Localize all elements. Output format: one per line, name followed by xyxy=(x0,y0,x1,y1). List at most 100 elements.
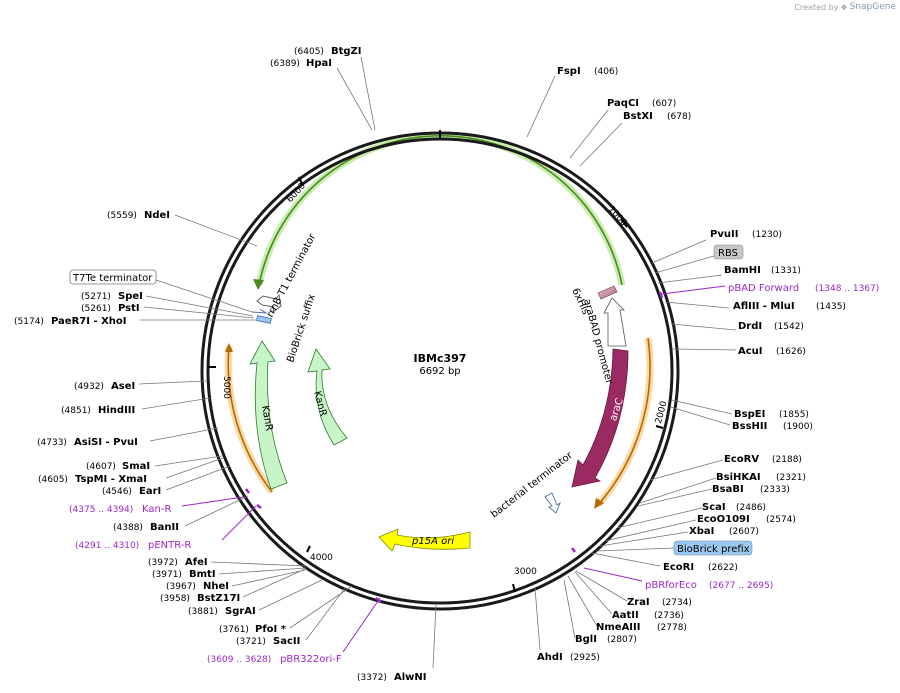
orf-arc-top-line xyxy=(258,135,623,286)
leader-bstz17i xyxy=(242,568,306,598)
site-pos-bstz17i: (3958) xyxy=(160,594,190,604)
bacterial-terminator-arrow xyxy=(544,492,561,514)
site-pos-afei: (3972) xyxy=(148,558,178,568)
site-pos-fspi: (406) xyxy=(594,67,618,77)
leader-sgrai xyxy=(258,579,323,611)
leader-asei xyxy=(138,380,207,385)
primer-name-kan-r: Kan-R xyxy=(142,504,171,515)
biobrick-prefix-label: BioBrick prefix xyxy=(677,544,750,555)
leader-ecorv xyxy=(649,459,724,481)
site-pos-btgzi: (6405) xyxy=(294,47,324,57)
leader-alwni xyxy=(432,604,437,669)
leader-rbs xyxy=(654,255,715,274)
arac-arrow xyxy=(571,348,629,488)
site-name-ecori: EcoRI xyxy=(663,562,694,573)
site-name-bsabi: BsaBI xyxy=(712,484,744,495)
leader-pbr322ori-f xyxy=(342,597,381,653)
plasmid-name: IBMc397 xyxy=(414,352,467,365)
tick-label-3000: 3000 xyxy=(514,567,537,577)
site-pos-aatii: (2736) xyxy=(654,611,684,621)
primer-name-pbrforeco: pBRforEco xyxy=(645,580,697,591)
site-pos-scai: (2486) xyxy=(736,503,766,513)
site-pos-asisi: (4733) xyxy=(37,438,67,448)
primer-mark-kan-r xyxy=(245,488,250,494)
tick-1000 xyxy=(620,218,628,228)
site-name-spei: SpeI xyxy=(118,291,143,302)
leader-eari xyxy=(165,465,231,491)
rbs-label: RBS xyxy=(718,248,738,259)
primer-name-pentr-r: pENTR-R xyxy=(148,540,191,551)
site-name-fspi: FspI xyxy=(557,66,581,77)
site-name-bstxi: BstXI xyxy=(623,111,653,122)
inner-features: araC araBAD promoter 6xHis bacterial ter… xyxy=(249,231,629,552)
site-pos-ecorv: (2188) xyxy=(772,455,802,465)
site-pos-alwni: (3372) xyxy=(357,673,387,683)
rrnb-terminator-arrow xyxy=(256,293,282,314)
primer-mark-pbad xyxy=(658,291,664,299)
leader-pbrforeco xyxy=(583,567,643,582)
site-name-afei: AfeI xyxy=(185,557,208,568)
orf-arc-left-arrow xyxy=(225,343,233,352)
credit-prefix: Created by xyxy=(794,2,839,12)
site-pos-banii: (4388) xyxy=(113,523,143,533)
site-pos-ahdi: (2925) xyxy=(570,653,600,663)
site-pos-paer7i: (5174) xyxy=(14,317,44,327)
site-pos-pfoi: (3761) xyxy=(219,625,249,635)
scale-ticks xyxy=(208,130,664,593)
leader-smai xyxy=(154,455,223,467)
orf-arc-top-arrow xyxy=(253,279,264,290)
kanr-inner-arrow xyxy=(307,348,348,446)
site-name-xbai: XbaI xyxy=(689,526,714,537)
site-pos-pvuii: (1230) xyxy=(752,230,782,240)
t7te-terminator-box xyxy=(69,269,157,285)
primer-range-pentr-r: (4291 .. 4310) xyxy=(75,541,139,551)
leader-drdi xyxy=(670,323,737,331)
leader-t7te xyxy=(155,279,253,313)
site-pos-eari: (4546) xyxy=(102,487,132,497)
site-name-psti: PstI xyxy=(118,303,140,314)
leader-biobrick-prefix xyxy=(596,547,675,552)
orf-arc-top xyxy=(255,132,626,286)
site-pos-hpai: (6389) xyxy=(270,59,300,69)
site-name-bstz17i: BstZ17I xyxy=(197,593,240,604)
leader-pvuii xyxy=(651,239,707,264)
site-name-pfoi: PfoI * xyxy=(255,624,287,635)
leader-scai xyxy=(616,507,703,529)
leader-pentr-r xyxy=(221,505,257,541)
site-name-paqci: PaqCI xyxy=(607,98,639,109)
primer-range-pbr322ori-f: (3609 .. 3628) xyxy=(207,655,271,665)
site-pos-bamhi: (1331) xyxy=(771,266,801,276)
site-name-ndei: NdeI xyxy=(144,210,170,221)
site-name-sacii: SacII xyxy=(273,636,300,647)
site-name-bamhi: BamHI xyxy=(724,265,761,276)
tick-label-4000: 4000 xyxy=(310,553,333,563)
primer-range-pbad-forward: (1348 .. 1367) xyxy=(815,284,879,294)
leader-asisi xyxy=(149,427,219,442)
snapgene-credit: Created by ❖ SnapGene xyxy=(794,2,896,12)
site-name-bspei: BspEI xyxy=(734,409,765,420)
leader-kan-r xyxy=(181,496,244,507)
boxed-feature-labels: RBS BioBrick prefix T7Te terminator xyxy=(69,244,753,556)
site-pos-bstxi: (678) xyxy=(667,112,691,122)
site-name-bmti: BmtI xyxy=(189,569,216,580)
leader-aatii xyxy=(574,571,613,615)
biobrick-suffix-bar xyxy=(256,315,272,324)
site-pos-bsabi: (2333) xyxy=(760,485,790,495)
p15a-ori-arrow xyxy=(378,528,471,552)
site-leader-lines xyxy=(138,56,737,669)
primer-range-pbrforeco: (2677 .. 2695) xyxy=(709,581,773,591)
site-name-pvuii: PvuII xyxy=(710,229,738,240)
site-pos-hindiii: (4851) xyxy=(61,406,91,416)
site-name-bsshii: BssHII xyxy=(732,421,767,432)
site-pos-drdi: (1542) xyxy=(774,322,804,332)
site-pos-afliii: (1435) xyxy=(816,302,846,312)
primer-leader-lines xyxy=(181,285,726,653)
leader-fspi xyxy=(526,75,556,138)
p15a-ori-label: p15A ori xyxy=(411,536,454,547)
orf-arc-right-arrow xyxy=(594,498,604,509)
site-name-bsihkai: BsiHKAI xyxy=(716,472,761,483)
site-name-tspmi: TspMI - XmaI xyxy=(75,474,147,485)
leader-tspmi xyxy=(165,457,224,479)
site-name-eari: EarI xyxy=(139,486,161,497)
leader-afliii xyxy=(664,301,730,309)
